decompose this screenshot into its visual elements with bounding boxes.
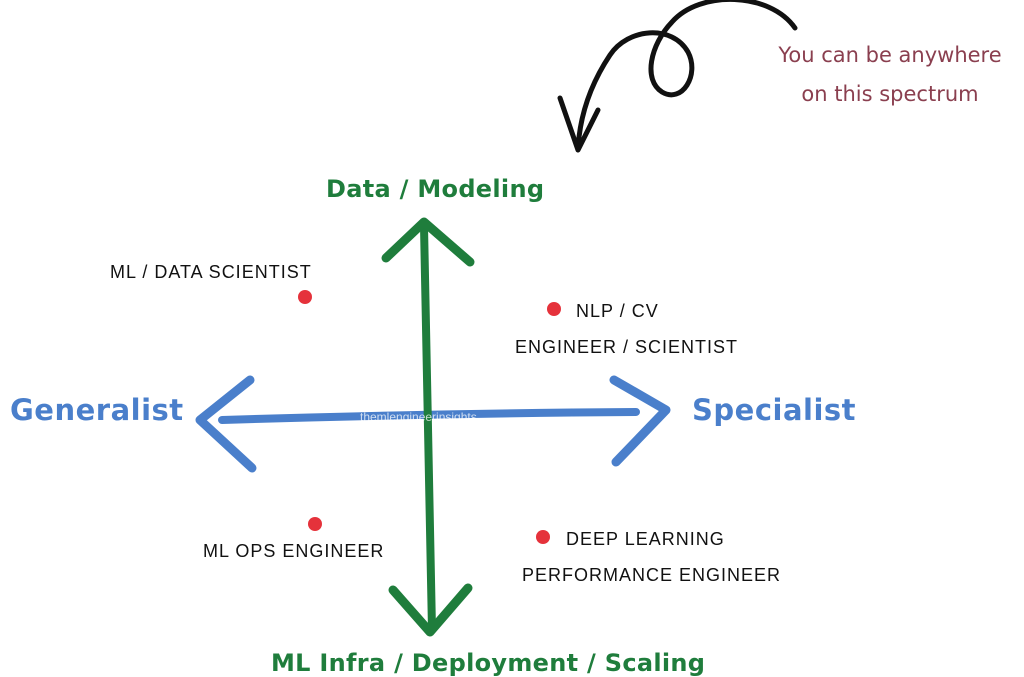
curl-arrow-icon	[557, 0, 798, 153]
annotation-line-1: You can be anywhere	[778, 43, 1002, 67]
spectrum-annotation: You can be anywhere on this spectrum	[770, 36, 1010, 114]
watermark: themlengineerinsights	[360, 410, 477, 424]
horizontal-axis	[195, 375, 671, 473]
axis-label-left: Generalist	[10, 393, 184, 427]
role-label-dl-perf-line-1: DEEP LEARNING	[566, 529, 725, 549]
role-dot-dl-perf	[536, 530, 550, 544]
role-label-ml-data-scientist: ML / DATA SCIENTIST	[110, 262, 312, 282]
axis-label-bottom: ML Infra / Deployment / Scaling	[271, 649, 706, 677]
axis-label-top: Data / Modeling	[326, 175, 545, 203]
role-label-ml-ops: ML OPS ENGINEER	[203, 541, 385, 561]
role-dot-ml-ops	[308, 517, 322, 531]
role-label-nlp-cv-line-2: ENGINEER / SCIENTIST	[515, 337, 739, 357]
role-label-dl-perf-line-2: PERFORMANCE ENGINEER	[522, 565, 782, 585]
vertical-axis	[381, 217, 475, 637]
role-dot-nlp-cv	[547, 302, 561, 316]
annotation-line-2: on this spectrum	[801, 82, 979, 106]
axis-label-right: Specialist	[692, 393, 857, 427]
role-dot-ml-data-scientist	[298, 290, 312, 304]
role-label-nlp-cv-line-1: NLP / CV	[576, 301, 659, 321]
